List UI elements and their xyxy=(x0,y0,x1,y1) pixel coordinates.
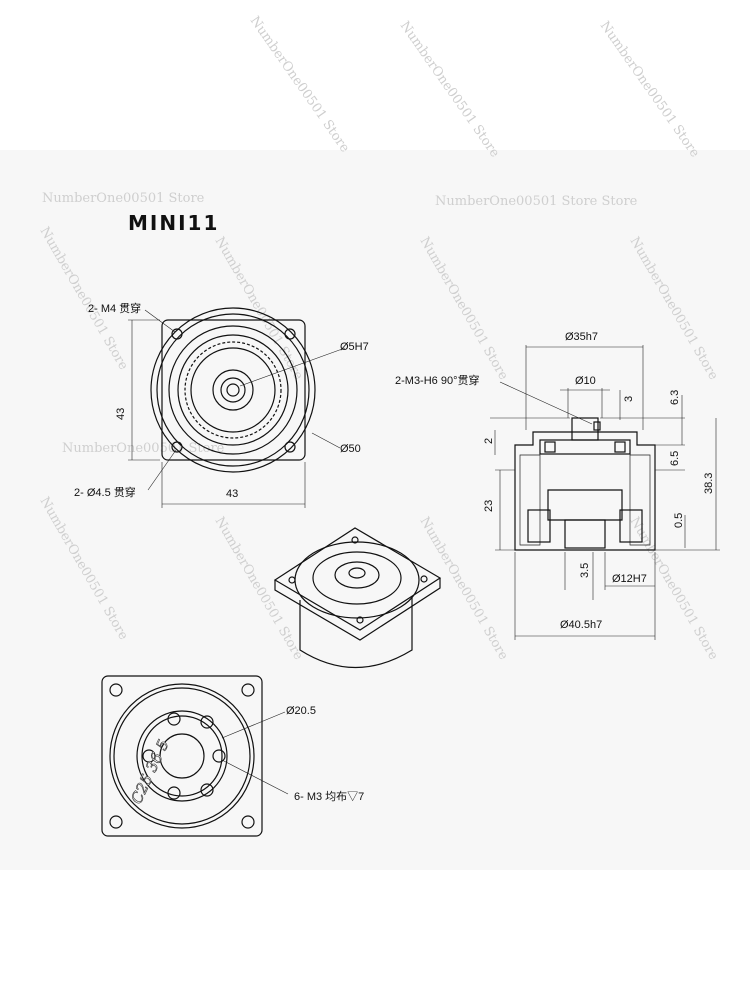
section-shaft xyxy=(571,417,599,441)
leader-line xyxy=(144,309,176,333)
hole-callout-top: 2- M4 贯穿 xyxy=(88,301,141,315)
bore-circle xyxy=(220,377,246,403)
bearing-ball xyxy=(614,441,626,453)
bottom-hole xyxy=(109,683,123,697)
bearing-balls xyxy=(184,341,282,439)
dim-2: 2 xyxy=(483,438,495,444)
dim-3-5: 3.5 xyxy=(579,563,591,578)
watermark-text: NumberOne00501 Store xyxy=(627,235,721,383)
dim-3: 3 xyxy=(623,396,635,402)
watermark-text: NumberOne00501 Store xyxy=(212,515,306,663)
dim-0-5: 0.5 xyxy=(673,513,685,528)
width-dimension: 43 xyxy=(226,488,238,500)
leader-line xyxy=(499,381,593,425)
dim-38-3: 38.3 xyxy=(703,473,715,494)
tap-hole xyxy=(167,786,181,800)
tap-callout: 6- M3 均布▽7 xyxy=(294,790,364,803)
hub-circle xyxy=(212,369,254,411)
hole-callout-bottom: 2- Ø4.5 贯穿 xyxy=(74,485,136,499)
bottom-hole xyxy=(241,815,255,829)
bore-inner xyxy=(226,383,240,397)
tap-hole xyxy=(200,783,214,797)
dim-6-3: 6.3 xyxy=(669,390,681,405)
leader-line xyxy=(221,759,289,795)
section-view: Ø35h7 Ø10 2-M3-H6 90°贯穿 3 6.3 6.5 2 23 3… xyxy=(395,331,720,640)
watermark-text: NumberOne00501 Store xyxy=(62,441,225,456)
watermark-text: NumberOne00501 Store xyxy=(397,19,503,161)
hatched-wall-left xyxy=(519,454,541,546)
thread-callout: 2-M3-H6 90°贯穿 xyxy=(395,373,479,387)
leader-line xyxy=(239,347,346,387)
bottom-bore xyxy=(159,733,205,779)
height-dimension: 43 xyxy=(115,408,127,420)
watermark-text: NumberOne00501 Store xyxy=(417,235,511,383)
bearing-inner xyxy=(190,347,276,433)
isometric-view xyxy=(273,527,442,669)
mount-hole xyxy=(171,328,183,340)
iso-bearing xyxy=(312,551,402,605)
tap-hole xyxy=(200,715,214,729)
dia-top-label: Ø35h7 xyxy=(565,331,598,343)
watermark-text: NumberOne00501 Store xyxy=(627,515,721,663)
top-view: 2- M4 贯穿 2- Ø4.5 贯穿 Ø5H7 Ø50 43 43 xyxy=(74,301,369,508)
tap-hole xyxy=(212,749,226,763)
iso-hole xyxy=(288,576,296,584)
dim-23: 23 xyxy=(483,500,495,512)
bottom-hole xyxy=(241,683,255,697)
dia-base-label: Ø40.5h7 xyxy=(560,619,602,631)
watermark-text: NumberOne00501 Store xyxy=(247,14,353,156)
dia-bore-label: Ø12H7 xyxy=(612,573,647,585)
dim-6-5: 6.5 xyxy=(669,451,681,466)
iso-hole xyxy=(420,575,428,583)
iso-body xyxy=(299,598,413,669)
gear-core xyxy=(547,489,623,521)
bottom-outer-circle xyxy=(109,683,255,829)
watermark-text: NumberOne00501 Store xyxy=(417,515,511,663)
iso-hub xyxy=(334,561,380,589)
hatched-wall-right xyxy=(629,454,651,546)
flange-outline xyxy=(161,319,306,461)
output-bore xyxy=(564,519,606,549)
gear-left xyxy=(527,509,551,543)
bottom-flange xyxy=(101,675,263,837)
leader-line xyxy=(221,711,286,739)
tap-hole xyxy=(142,749,156,763)
outer-circle xyxy=(156,313,310,467)
bearing-outer xyxy=(177,334,289,446)
section-housing xyxy=(514,431,656,551)
outer-circle xyxy=(150,307,316,473)
bearing-ball xyxy=(544,441,556,453)
iso-hole xyxy=(351,536,359,544)
set-screw xyxy=(593,421,601,431)
pcd-label: Ø20.5 xyxy=(286,705,316,717)
bottom-view: C25 36 5 Ø20.5 6- M3 均布▽7 xyxy=(101,675,364,837)
outer-diameter-label: Ø50 xyxy=(340,443,361,455)
watermark-text: NumberOne00501 Store xyxy=(37,225,131,373)
dia-shaft-label: Ø10 xyxy=(575,375,596,387)
mount-hole xyxy=(284,328,296,340)
bottom-pcd-circle xyxy=(136,710,228,802)
housing-circle xyxy=(168,325,298,455)
bottom-pcd-circle xyxy=(141,715,223,797)
bore-label: Ø5H7 xyxy=(340,341,369,353)
tap-hole xyxy=(167,712,181,726)
mount-hole xyxy=(284,441,296,453)
iso-flange-edge xyxy=(274,578,441,641)
watermark-text: NumberOne00501 Store xyxy=(37,495,131,643)
watermark-text: NumberOne00501 Store xyxy=(42,191,205,206)
gear-right xyxy=(619,509,643,543)
watermark-text: NumberOne00501 Store xyxy=(597,19,703,161)
watermark-layer: NumberOne00501 Store NumberOne00501 Stor… xyxy=(37,14,721,663)
mount-hole xyxy=(171,441,183,453)
iso-bore xyxy=(348,567,366,579)
bottom-outer-circle xyxy=(113,687,251,825)
iso-hole xyxy=(356,616,364,624)
leader-line xyxy=(311,432,341,449)
watermark-text: NumberOne00501 Store Store xyxy=(435,194,638,209)
drawing-title: MINI11 xyxy=(128,211,219,235)
bottom-hole xyxy=(109,815,123,829)
